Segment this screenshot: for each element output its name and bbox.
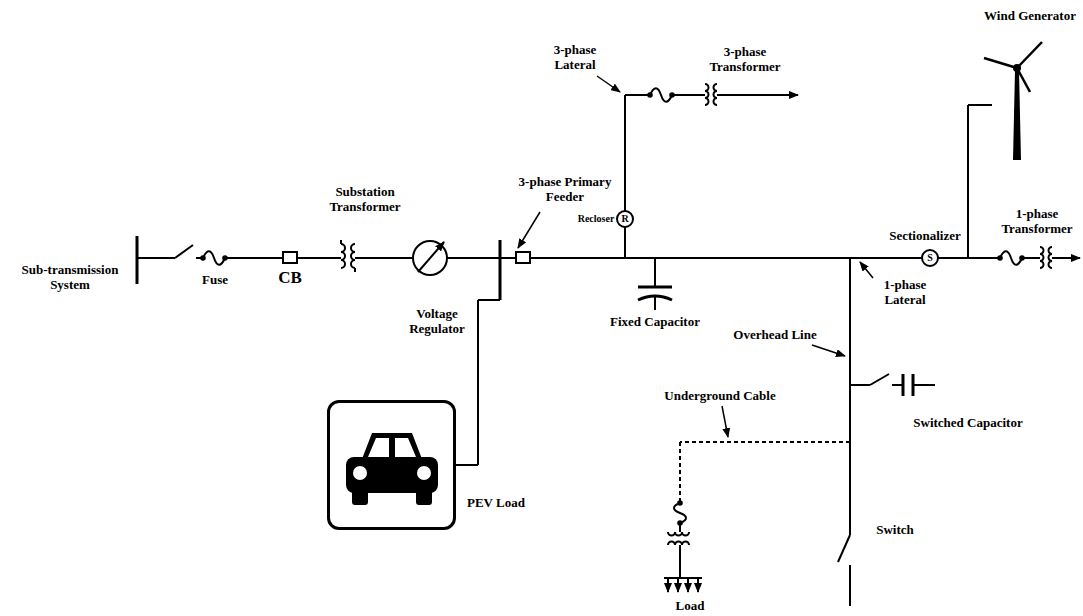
part-label: 3-phase Transformer — [702, 45, 789, 75]
node-label: PEV Load — [467, 495, 525, 511]
part-label: Switch — [875, 523, 915, 538]
part-label: Underground Cable — [663, 389, 776, 404]
part-label: R — [621, 214, 628, 224]
part-label: Switched Capacitor — [912, 416, 1023, 431]
part-label: Substation Transformer — [322, 185, 409, 215]
pev-load-box: PEV Load — [327, 400, 456, 530]
part-label: Load — [675, 599, 706, 614]
part-label: 1-phase Lateral — [874, 278, 936, 308]
part-label: Fixed Capacitor — [609, 315, 701, 330]
part-label: Sub-transmission System — [14, 263, 126, 293]
part-label: 1-phase Transformer — [996, 207, 1078, 237]
part-label: Sectionalizer — [888, 229, 961, 244]
car-icon — [330, 403, 453, 527]
part-label: Overhead Line — [732, 328, 817, 343]
part-label: Wind Generator — [983, 9, 1077, 24]
part-label: Voltage Regulator — [399, 307, 476, 337]
part-label: CB — [277, 268, 303, 288]
part-label: 3-phase Lateral — [544, 43, 606, 73]
part-label: Fuse — [201, 273, 229, 288]
part-label: Recloser — [577, 213, 616, 225]
part-label: S — [927, 253, 933, 263]
part-label: 3-phase Primary Feeder — [516, 175, 614, 205]
